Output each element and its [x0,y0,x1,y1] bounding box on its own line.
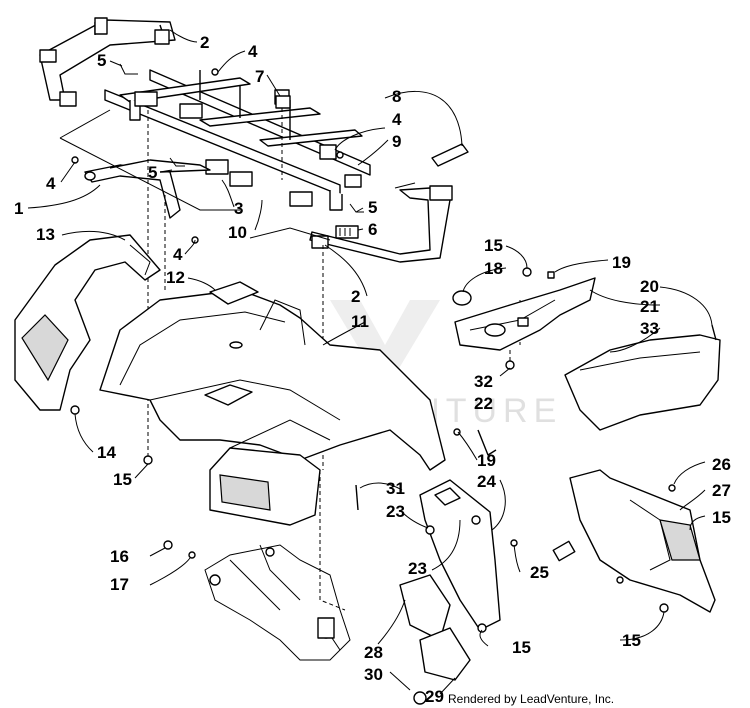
callout-15-left: 15 [113,470,132,489]
callout-24: 24 [477,472,496,491]
callout-6: 6 [368,220,377,239]
callout-22: 22 [474,394,493,413]
callout-15-right: 15 [712,508,731,527]
callout-13: 13 [36,225,55,244]
callout-1: 1 [14,199,23,218]
callout-28: 28 [364,643,383,662]
callout-9: 9 [392,132,401,151]
callout-23-upper: 23 [386,502,405,521]
callout-16: 16 [110,547,129,566]
callout-32: 32 [474,372,493,391]
callout-3: 3 [234,199,243,218]
callout-2-lower: 2 [351,287,360,306]
callout-33: 33 [640,319,659,338]
callout-4-left: 4 [46,174,56,193]
callout-14: 14 [97,443,116,462]
callout-10: 10 [228,223,247,242]
callout-2-top: 2 [200,33,209,52]
callout-26: 26 [712,455,731,474]
callout-30: 30 [364,665,383,684]
callout-12: 12 [166,268,185,287]
callout-11: 11 [351,312,369,331]
callout-20: 20 [640,277,659,296]
callouts: 2 4 5 7 8 4 9 4 1 5 3 10 5 6 13 4 12 2 1… [14,33,731,706]
callout-4-lower: 4 [173,245,183,264]
rear-rack [39,17,469,263]
credit-text: Rendered by LeadVenture, Inc. [448,692,614,706]
frame-bracket [204,544,351,661]
callout-23-lower: 23 [408,559,427,578]
callout-21: 21 [640,297,659,316]
right-side-panels [452,277,721,431]
callout-18: 18 [484,259,503,278]
left-side-panel [14,234,161,411]
lower-flaps [399,574,471,705]
watermark-logo [330,300,440,375]
callout-27: 27 [712,481,731,500]
callout-29: 29 [425,687,444,706]
callout-15-bottom: 15 [512,638,531,657]
callout-5-right: 5 [368,198,377,217]
callout-17: 17 [110,575,129,594]
callout-31: 31 [386,479,405,498]
callout-15-top: 15 [484,236,503,255]
lower-right-panel [569,469,716,613]
seat-pad [209,281,259,305]
callout-4-top: 4 [248,42,258,61]
callout-15-bottom-right: 15 [622,631,641,650]
mud-guard [419,479,501,631]
callout-5-top: 5 [97,51,106,70]
callout-8: 8 [392,87,401,106]
callout-7: 7 [255,67,264,86]
callout-19-top: 19 [612,253,631,272]
callout-5-mid: 5 [148,163,157,182]
callout-25: 25 [530,563,549,582]
callout-4-right: 4 [392,110,402,129]
rear-fender [99,289,446,526]
leader-lines [27,29,713,695]
callout-19-mid: 19 [477,451,496,470]
